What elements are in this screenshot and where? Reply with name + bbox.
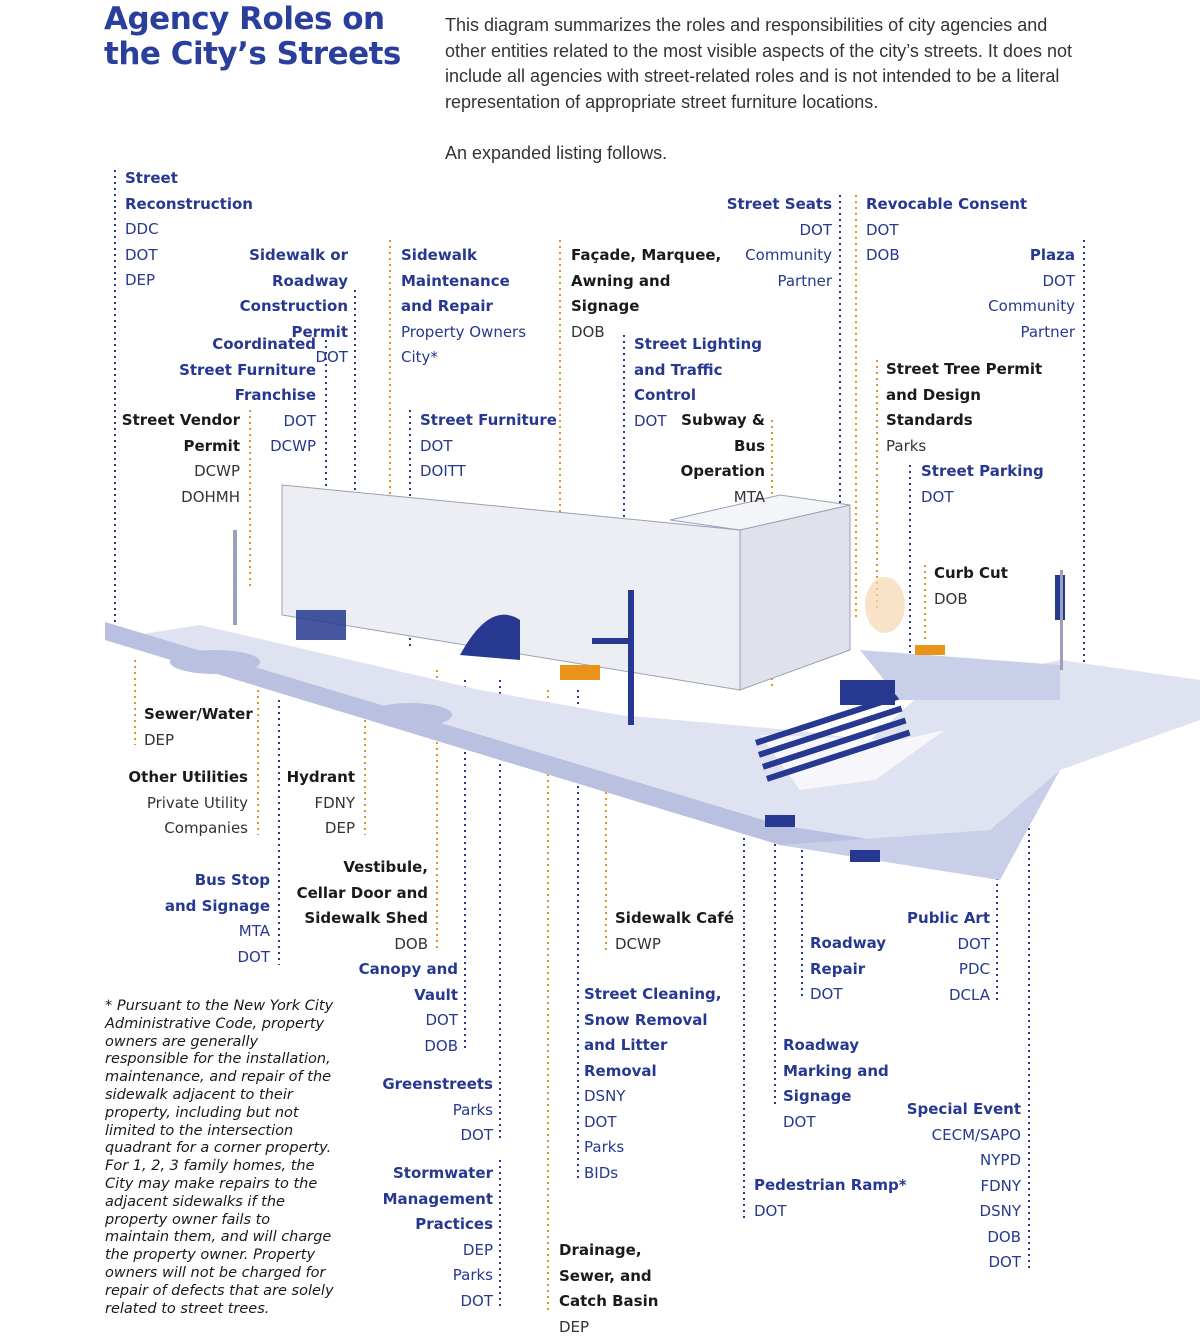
label-street-cleaning: Street Cleaning, Snow Removal and Litter…	[584, 985, 722, 1182]
label-drainage: Drainage, Sewer, and Catch Basin DEP	[559, 1241, 659, 1336]
label-canopy: Canopy and Vault DOT DOB	[358, 960, 458, 1055]
label-coordinated-franchise: Coordinated Street Furniture Franchise D…	[179, 335, 316, 455]
label-special-event: Special Event CECM/SAPO NYPD FDNY DSNY D…	[906, 1100, 1021, 1271]
label-sewer-water: Sewer/Water DEP	[144, 705, 253, 749]
label-greenstreets: Greenstreets Parks DOT	[382, 1075, 493, 1144]
label-street-lighting: Street Lighting and Traffic Control DOT	[634, 335, 762, 430]
label-revocable-consent: Revocable Consent DOT DOB	[866, 195, 1028, 264]
label-street-tree: Street Tree Permit and Design Standards …	[886, 360, 1043, 455]
page-title: Agency Roles on the City’s Streets	[104, 1, 401, 72]
label-roadway-repair: Roadway Repair DOT	[810, 934, 887, 1003]
label-street-reconstruction: Street Reconstruction DDC DOT DEP	[125, 169, 253, 289]
label-street-vendor-permit: Street Vendor Permit DCWP DOHMH	[121, 411, 240, 506]
label-sidewalk-maintenance: Sidewalk Maintenance and Repair Property…	[401, 246, 527, 366]
intro-followup: An expanded listing follows.	[445, 143, 668, 163]
footnote: * Pursuant to the New York City Administ…	[105, 998, 334, 1317]
street-furniture-glyphs	[170, 530, 1065, 862]
label-plaza: Plaza DOT Community Partner	[988, 246, 1075, 341]
label-street-furniture: Street Furniture DOT DOITT	[420, 411, 557, 480]
label-bus-stop: Bus Stop and Signage MTA DOT	[164, 871, 270, 966]
label-street-seats: Street Seats DOT Community Partner	[726, 195, 832, 290]
label-pedestrian-ramp: Pedestrian Ramp* DOT	[754, 1176, 907, 1220]
label-other-utilities: Other Utilities Private Utility Companie…	[128, 768, 248, 837]
label-curb-cut: Curb Cut DOB	[934, 564, 1008, 608]
label-facade: Façade, Marquee, Awning and Signage DOB	[571, 246, 722, 341]
label-hydrant: Hydrant FDNY DEP	[286, 768, 355, 837]
label-subway-bus: Subway & Bus Operation MTA	[680, 411, 765, 506]
label-vestibule: Vestibule, Cellar Door and Sidewalk Shed…	[296, 858, 428, 953]
intro-text: This diagram summarizes the roles and re…	[445, 15, 1072, 112]
label-street-parking: Street Parking DOT	[921, 462, 1044, 506]
label-public-art: Public Art DOT PDC DCLA	[907, 909, 990, 1004]
label-sidewalk-roadway-permit: Sidewalk or Roadway Construction Permit …	[239, 246, 348, 366]
label-sidewalk-cafe: Sidewalk Café DCWP	[615, 909, 735, 953]
label-stormwater: Stormwater Management Practices DEP Park…	[382, 1164, 493, 1310]
crosswalk	[755, 693, 911, 782]
buildings	[281, 484, 851, 691]
label-roadway-marking: Roadway Marking and Signage DOT	[783, 1036, 889, 1131]
